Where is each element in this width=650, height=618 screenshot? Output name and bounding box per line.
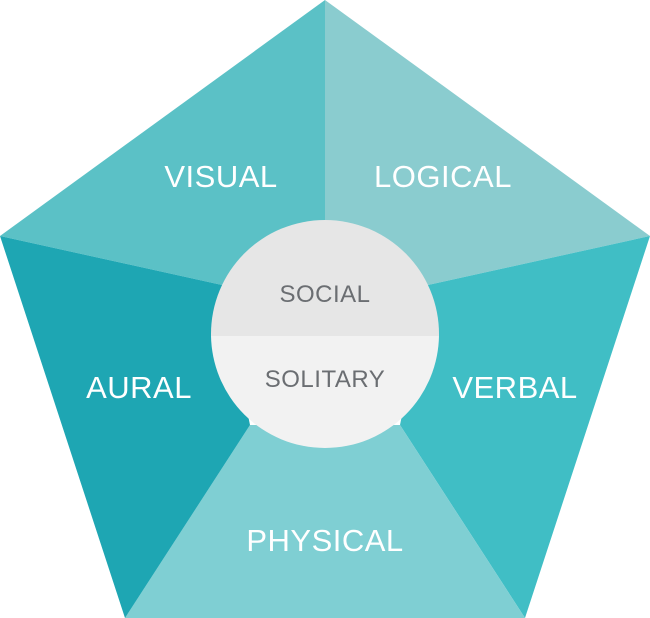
label-verbal: VERBAL [452,370,577,405]
label-visual: VISUAL [164,159,277,194]
segment-aural [0,236,250,618]
label-physical: PHYSICAL [246,523,403,558]
core-solitary-half [211,336,439,448]
label-aural: AURAL [86,370,192,405]
segment-physical [125,425,525,618]
segment-logical [325,0,650,285]
segment-visual [0,0,325,285]
label-social: SOCIAL [279,281,370,308]
core-social-half [211,220,439,336]
segment-verbal [400,236,650,618]
label-solitary: SOLITARY [265,366,385,393]
label-logical: LOGICAL [374,159,512,194]
